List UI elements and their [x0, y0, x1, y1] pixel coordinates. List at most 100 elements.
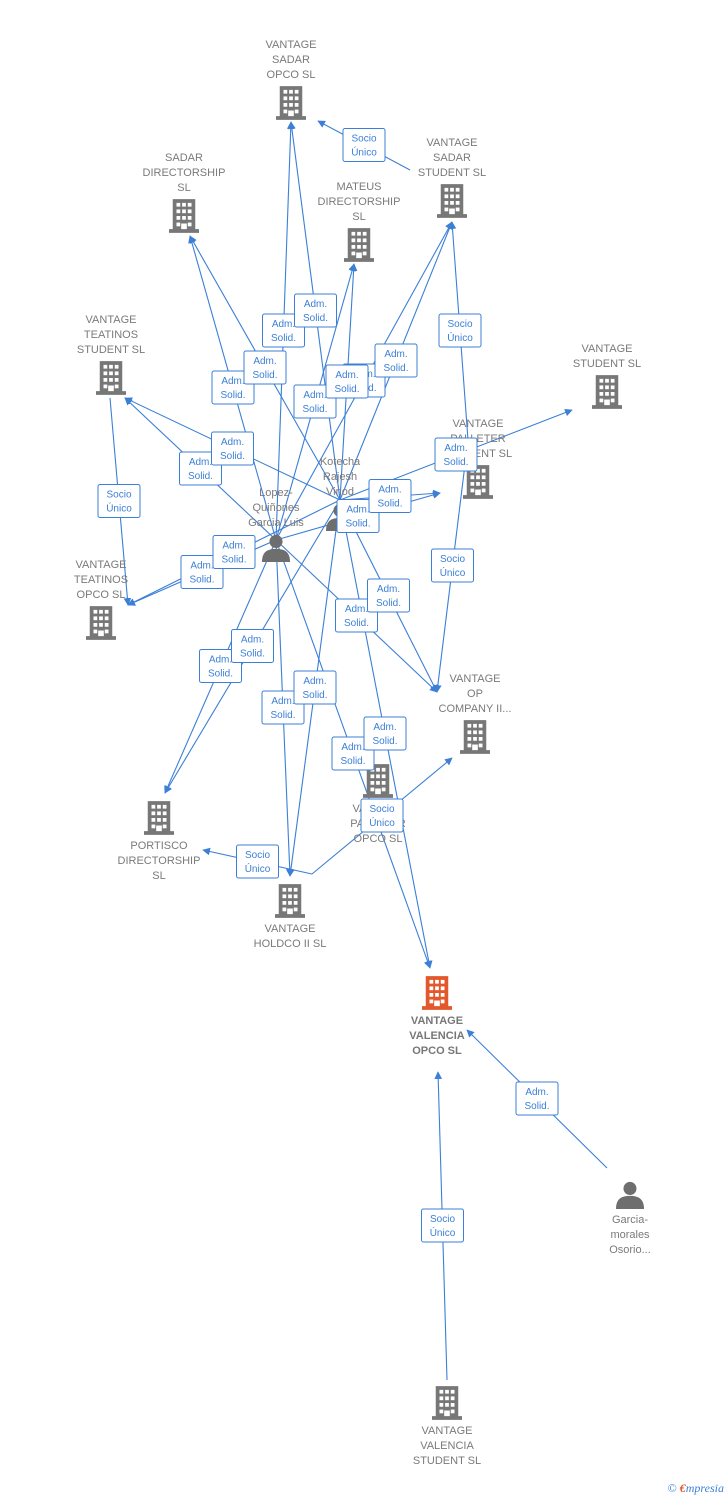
relation-badge[interactable]: Adm. Solid.: [293, 670, 337, 705]
badge-label-line: Socio: [447, 319, 472, 330]
node-label-line: DIRECTORSHIP: [118, 855, 201, 867]
badge-label-line: Solid.: [270, 710, 295, 721]
badge-label-line: Solid.: [302, 404, 327, 415]
node-label-line: SL: [352, 211, 365, 223]
relation-badge[interactable]: Adm.Solid.: [434, 437, 478, 472]
relation-badge[interactable]: Adm.Solid.: [367, 578, 410, 613]
badge-label-line: Adm.: [377, 584, 400, 595]
building-icon: [169, 199, 199, 233]
node-label-line: OP: [467, 688, 483, 700]
badge-label-line: Único: [351, 146, 377, 159]
badge-label-line: Solid.: [377, 499, 402, 510]
node-label-line: STUDENT SL: [573, 358, 641, 370]
building-icon: [592, 375, 622, 409]
node-label-line: SADAR: [433, 152, 471, 164]
node-label-line: MATEUS: [336, 181, 381, 193]
badge-label-line: Socio: [369, 804, 394, 815]
node-portisco[interactable]: PORTISCO DIRECTORSHIP SL: [118, 801, 201, 882]
relation-badge[interactable]: Adm.Solid.: [243, 350, 287, 385]
node-label-line: Osorio...: [609, 1244, 651, 1256]
relation-badge[interactable]: Adm.Solid.: [374, 343, 418, 378]
badge-label-line: Adm.: [373, 722, 396, 733]
node-label-line: SL: [177, 182, 190, 194]
badge-box: [374, 343, 418, 378]
footer-brand[interactable]: ©€mpresia: [668, 1481, 724, 1496]
relation-badge[interactable]: Adm.Solid.: [515, 1081, 559, 1116]
badge-box: [212, 535, 256, 569]
relation-badge[interactable]: Adm.Solid.: [294, 293, 337, 328]
node-label-line: Garcia-: [612, 1214, 648, 1226]
badge-label-line: Solid.: [302, 690, 327, 701]
node-label-line: VANTAGE: [422, 1425, 473, 1437]
building-icon: [460, 720, 490, 754]
node-label-line: VANTAGE: [266, 39, 317, 51]
brand-name: mpresia: [685, 1481, 724, 1495]
badge-box: [211, 431, 254, 466]
badge-label-line: Solid.: [189, 575, 214, 586]
badge-box: [515, 1081, 559, 1116]
node-label-line: VALENCIA: [409, 1030, 464, 1042]
node-label-line: VANTAGE: [86, 314, 137, 326]
node-label-line: TEATINOS: [74, 574, 128, 586]
relation-badge[interactable]: Adm.Solid.: [231, 629, 274, 663]
badge-label-line: Solid.: [252, 370, 277, 381]
badge-label-line: Adm.: [345, 604, 368, 615]
badge-label-line: Único: [245, 862, 271, 875]
badge-box: [342, 128, 386, 162]
building-icon: [86, 606, 116, 640]
badge-box: [421, 1208, 464, 1243]
node-label-line: PORTISCO: [130, 840, 188, 852]
node-garcia[interactable]: Garcia-moralesOsorio...: [609, 1181, 651, 1256]
node-label-line: STUDENT SL: [413, 1455, 481, 1467]
relation-badge[interactable]: Adm.Solid.: [363, 716, 407, 751]
building-icon: [276, 86, 306, 120]
badge-box: [431, 548, 474, 583]
badge-box: [243, 350, 287, 385]
node-label-line: Kotecha: [320, 456, 361, 468]
badge-box: [434, 437, 478, 472]
relation-badge[interactable]: Adm.Solid.: [212, 535, 256, 569]
badge-label-line: Adm.: [222, 541, 245, 552]
relation-badge[interactable]: Adm.Solid.: [211, 431, 254, 466]
badge-label-line: Adm.: [303, 676, 326, 687]
badge-label-line: Adm.: [335, 370, 358, 381]
badge-label-line: Adm.: [241, 635, 264, 646]
relation-badge[interactable]: Adm.Solid.: [368, 479, 412, 513]
badge-box: [363, 716, 407, 751]
badge-label-line: Socio: [351, 134, 376, 145]
node-label-line: SL: [152, 870, 165, 882]
building-icon: [437, 184, 467, 218]
person-icon: [616, 1181, 644, 1209]
building-icon: [275, 884, 305, 918]
copyright-symbol: ©: [667, 1481, 677, 1495]
badge-label-line: Solid.: [220, 390, 245, 401]
node-label-line: morales: [610, 1229, 650, 1241]
badge-box: [360, 798, 404, 833]
badge-label-line: Adm.: [271, 696, 294, 707]
badge-label-line: Único: [369, 816, 395, 829]
building-icon: [422, 976, 452, 1010]
relation-badge[interactable]: Adm.Solid.: [325, 364, 369, 399]
badge-label-line: Solid.: [220, 451, 245, 462]
